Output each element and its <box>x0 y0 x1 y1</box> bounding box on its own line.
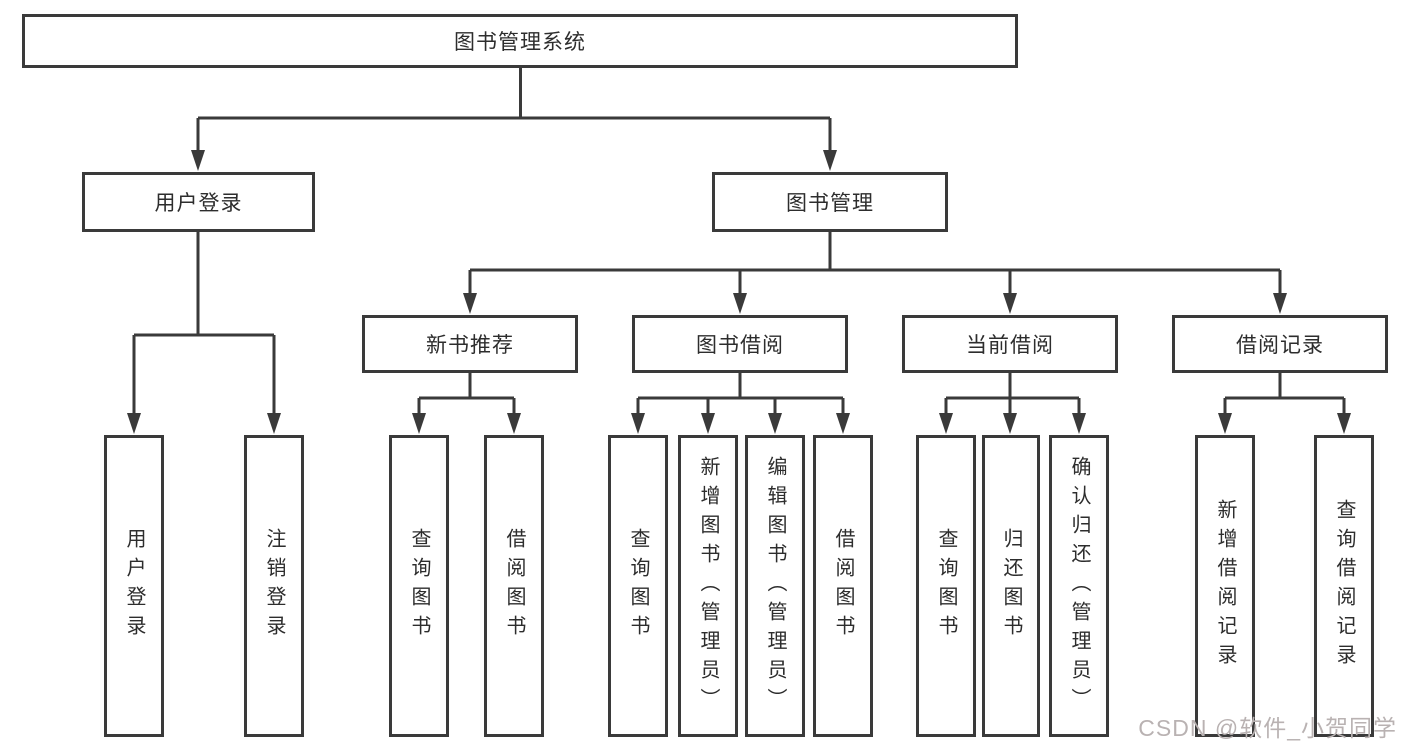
arrowhead-icon <box>939 413 953 434</box>
leaf-return-books: 归还图书 <box>982 435 1040 737</box>
arrowhead-icon <box>507 413 521 434</box>
watermark: CSDN @软件_小贺同学 <box>1138 715 1397 741</box>
arrowhead-icon <box>127 413 141 434</box>
leaf-label: 用户登录 <box>123 528 145 644</box>
connector-userlogin-to-leaves <box>132 232 276 417</box>
connector-root-to-branches <box>196 68 832 154</box>
leaf-label: 新增借阅记录 <box>1214 499 1236 673</box>
node-new-book-recommendation: 新书推荐 <box>362 315 578 373</box>
arrowhead-icon <box>1273 293 1287 314</box>
node-library-management-system: 图书管理系统 <box>22 14 1018 68</box>
leaf-label: 查询图书 <box>627 528 649 644</box>
leaf-borrow-books: 借阅图书 <box>813 435 873 737</box>
node-book-management: 图书管理 <box>712 172 948 232</box>
leaf-user-login: 用户登录 <box>104 435 164 737</box>
leaf-query-borrow-record: 查询借阅记录 <box>1314 435 1374 737</box>
arrowhead-icon <box>191 150 205 171</box>
arrowhead-icon <box>701 413 715 434</box>
arrowhead-icon <box>1218 413 1232 434</box>
node-label: 图书借阅 <box>696 334 784 357</box>
arrowhead-icon <box>631 413 645 434</box>
connector-current-to-leaves <box>944 373 1081 417</box>
leaf-label: 查询图书 <box>935 528 957 644</box>
connector-borrow-to-leaves <box>636 373 845 417</box>
leaf-edit-books-admin: 编辑图书（管理员） <box>745 435 805 737</box>
arrowhead-icon <box>1003 293 1017 314</box>
connector-records-to-leaves <box>1223 373 1346 417</box>
node-label: 当前借阅 <box>966 334 1054 357</box>
leaf-label: 确认归还（管理员） <box>1068 455 1090 717</box>
leaf-label: 新增图书（管理员） <box>697 455 719 717</box>
leaf-label: 查询图书 <box>408 528 430 644</box>
leaf-logout: 注销登录 <box>244 435 304 737</box>
leaf-label: 注销登录 <box>263 528 285 644</box>
node-book-borrowing: 图书借阅 <box>632 315 848 373</box>
leaf-query-books: 查询图书 <box>389 435 449 737</box>
arrowhead-icon <box>1072 413 1086 434</box>
arrowhead-icon <box>1337 413 1351 434</box>
leaf-label: 编辑图书（管理员） <box>764 455 786 717</box>
arrowhead-icon <box>836 413 850 434</box>
node-user-login: 用户登录 <box>82 172 315 232</box>
node-current-borrowing: 当前借阅 <box>902 315 1118 373</box>
leaf-label: 归还图书 <box>1000 528 1022 644</box>
node-label: 图书管理 <box>786 192 874 215</box>
arrowhead-icon <box>823 150 837 171</box>
arrowhead-icon <box>267 413 281 434</box>
leaf-borrow-books: 借阅图书 <box>484 435 544 737</box>
leaf-add-borrow-record: 新增借阅记录 <box>1195 435 1255 737</box>
leaf-label: 借阅图书 <box>503 528 525 644</box>
leaf-label: 查询借阅记录 <box>1333 499 1355 673</box>
node-borrowing-records: 借阅记录 <box>1172 315 1388 373</box>
arrowhead-icon <box>1003 413 1017 434</box>
arrowhead-icon <box>412 413 426 434</box>
node-label: 新书推荐 <box>426 334 514 357</box>
connector-bookmgmt-to-groups <box>468 232 1282 297</box>
leaf-query-books: 查询图书 <box>608 435 668 737</box>
node-label: 用户登录 <box>154 192 243 215</box>
leaf-query-books: 查询图书 <box>916 435 976 737</box>
leaf-add-books-admin: 新增图书（管理员） <box>678 435 738 737</box>
arrowhead-icon <box>463 293 477 314</box>
leaf-confirm-return-admin: 确认归还（管理员） <box>1049 435 1109 737</box>
node-label: 图书管理系统 <box>454 31 586 54</box>
arrowhead-icon <box>768 413 782 434</box>
connector-newbooks-to-leaves <box>417 373 516 417</box>
arrowheads <box>127 150 1351 434</box>
arrowhead-icon <box>733 293 747 314</box>
connector-paths <box>132 68 1346 417</box>
leaf-label: 借阅图书 <box>832 528 854 644</box>
node-label: 借阅记录 <box>1236 334 1324 357</box>
